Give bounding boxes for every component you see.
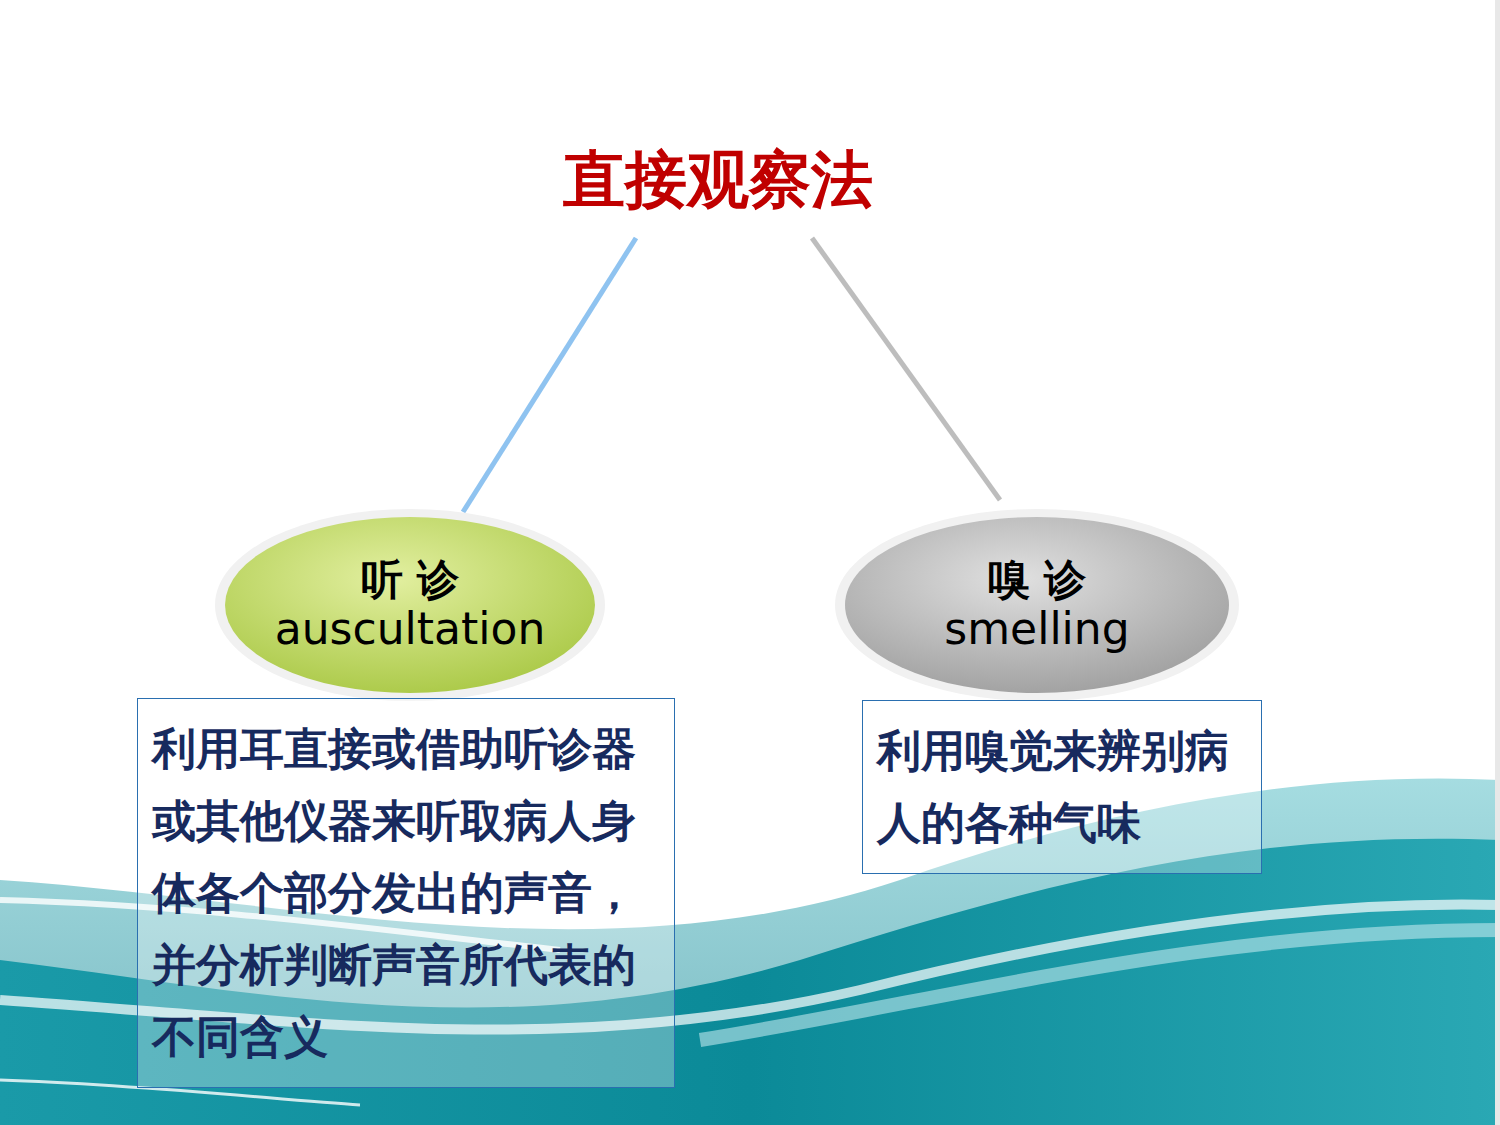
branch-line <box>812 238 1000 500</box>
ellipse-node: 嗅 诊smelling <box>845 517 1229 693</box>
wave-streak <box>700 930 1500 1040</box>
branch-line <box>463 238 636 512</box>
node-subtitle: auscultation <box>275 604 546 655</box>
description-box: 利用嗅觉来辨别病人的各种气味 <box>862 700 1262 874</box>
right-edge <box>1495 0 1500 1125</box>
ellipse-fill <box>225 517 595 693</box>
node-body: 利用耳直接或借助听诊器或其他仪器来听取病人身体各个部分发出的声音，并分析判断声音… <box>152 713 660 1073</box>
description-box: 利用耳直接或借助听诊器或其他仪器来听取病人身体各个部分发出的声音，并分析判断声音… <box>137 698 675 1088</box>
ellipse-fill <box>845 517 1229 693</box>
node-subtitle: smelling <box>944 604 1129 655</box>
node-heading: 嗅 诊 <box>988 556 1087 604</box>
ellipse-node: 听 诊auscultation <box>225 517 595 693</box>
node-heading: 听 诊 <box>361 556 460 604</box>
ellipse-halo <box>215 509 605 701</box>
ellipse-halo <box>835 509 1239 701</box>
node-body: 利用嗅觉来辨别病人的各种气味 <box>877 715 1247 859</box>
diagram-title: 直接观察法 <box>0 138 1435 222</box>
